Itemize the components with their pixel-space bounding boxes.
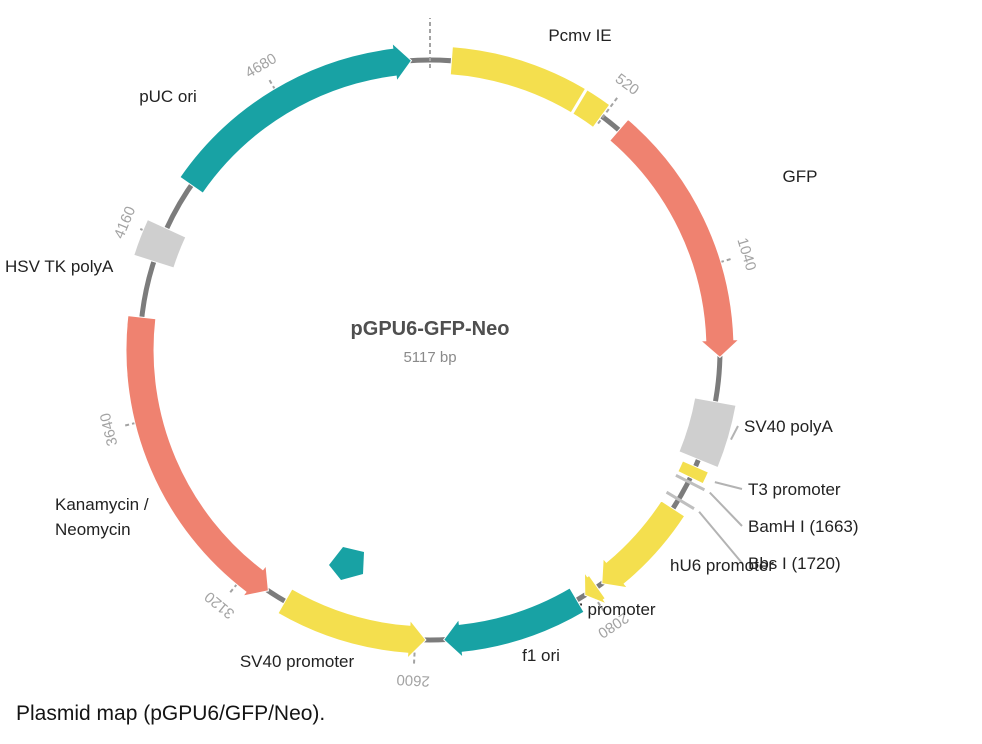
feature-hu6-promoter [601,500,686,589]
plasmid-title: pGPU6-GFP-Neo [350,318,510,340]
feature-t7-promoter [583,570,608,605]
tick-label-520: 520 [612,70,642,99]
figure-caption: Plasmid map (pGPU6/GFP/Neo). [16,702,326,725]
feature-hsv-tk-polya [133,218,187,269]
feature-bbs1-site [665,490,695,510]
plasmid-size: 5117 bp [403,349,457,366]
feature-label-bamh1-site: BamH I (1663) [748,517,859,536]
feature-gfp [609,118,741,359]
feature-puc-ori [179,42,413,194]
leader-sv40-polya [730,425,739,441]
tick-label-3120: 3120 [201,588,238,622]
tick-label-4680: 4680 [242,50,279,82]
feature-label-f1-ori: f1 ori [522,646,560,665]
feature-label-hsv-tk-polya: HSV TK polyA [5,257,114,276]
feature-label-hu6-promoter: hU6 promoter [670,556,774,575]
unlabeled-marker [329,547,364,580]
leader-bbs1-site [698,511,743,564]
feature-label-t7-promoter: T7 promoter [563,600,656,619]
feature-pcmv-ie-break [570,87,589,115]
feature-label-t3-promoter: T3 promoter [748,480,841,499]
feature-pcmv-ie [449,46,611,129]
feature-sv40-promoter [277,588,427,660]
tick-520 [597,95,620,125]
tick-label-2600: 2600 [396,671,430,690]
feature-bamh1-site [675,473,706,492]
leader-t3-promoter [714,481,743,490]
feature-label-sv40-polya: SV40 polyA [744,417,833,436]
tick-label-1040: 1040 [733,236,759,273]
feature-label-bbs1-site: Bbs I (1720) [748,554,841,573]
feature-kanamycin-neomycin [125,315,269,597]
feature-label-puc-ori: pUC ori [139,87,197,106]
feature-sv40-polya [678,397,737,469]
feature-label-gfp: GFP [783,167,818,186]
feature-label-sv40-promoter: SV40 promoter [240,652,355,671]
feature-label-kanamycin-neomycin: Kanamycin /Neomycin [55,495,149,539]
feature-f1-ori [443,587,585,659]
tick-label-4160: 4160 [111,204,140,241]
tick-label-3640: 3640 [97,411,122,447]
feature-t3-promoter [677,460,710,485]
leader-bamh1-site [709,491,743,527]
feature-label-pcmv-ie: Pcmv IE [548,26,611,45]
